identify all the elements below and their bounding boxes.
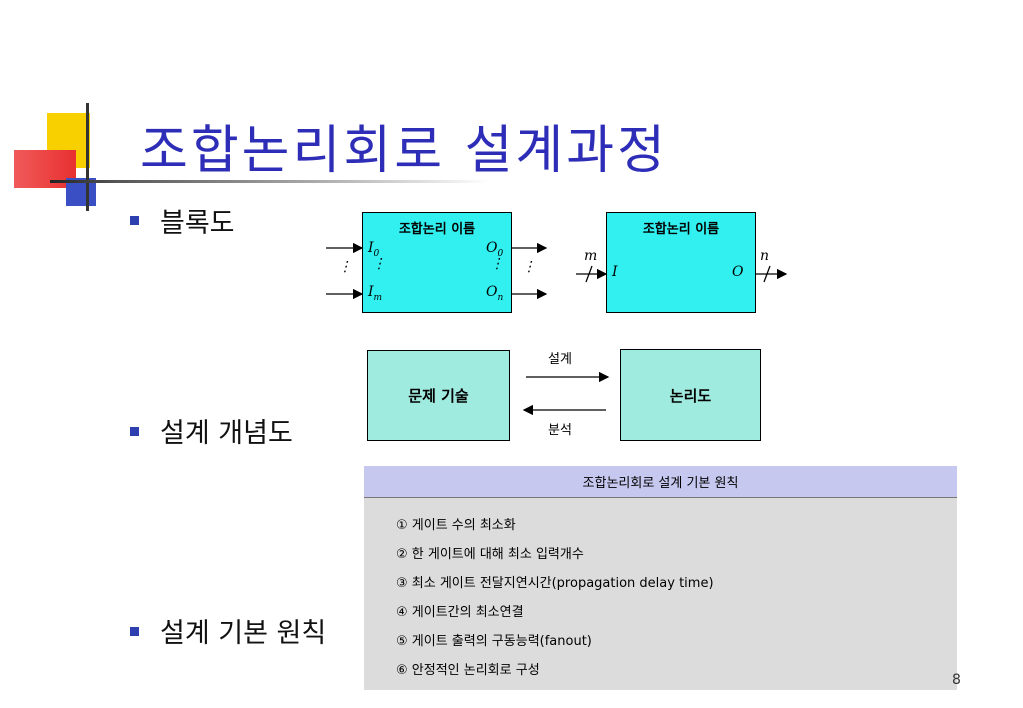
output-lines-dots: ⋮ [522,259,536,275]
bullet-marker [130,427,139,436]
bus-in-width-label: m [584,248,598,264]
principle-item: ⑤ 게이트 출력의 구동능력(fanout) [396,634,592,649]
principle-item: ③ 최소 게이트 전달지연시간(propagation delay time) [396,576,714,591]
bus-out-slash [763,265,771,283]
page-number: 8 [952,672,961,688]
principle-item: ② 한 게이트에 대해 최소 입력개수 [396,547,584,562]
bullet-marker [130,216,139,225]
flow-logic-box: 논리도 [620,349,761,441]
bus-out-width-label: n [760,248,770,264]
input-dots: ⋮ [372,256,386,272]
principle-item: ⑥ 안정적인 논리회로 구성 [396,663,540,678]
block-right-title: 조합논리 이름 [642,222,720,237]
slide-title: 조합논리회로 설계과정 [140,121,668,181]
principle-item: ④ 게이트간의 최소연결 [396,605,524,620]
output-dots: ⋮ [490,256,504,272]
input-last-label: Im [368,284,383,303]
block-left-title: 조합논리 이름 [398,222,476,237]
principle-item: ① 게이트 수의 최소화 [396,518,516,533]
flow-forward-label: 설계 [548,352,572,367]
input-lines-dots: ⋮ [338,259,352,275]
output-last-label: On [486,284,504,303]
logo-vertical-line [86,103,89,211]
principles-header: 조합논리회로 설계 기본 원칙 [364,466,957,498]
principles-table: 조합논리회로 설계 기본 원칙 ① 게이트 수의 최소화 ② 한 게이트에 대해… [364,466,957,690]
block-left-box: 조합논리 이름 [362,212,512,313]
output-first-label: O0 [486,240,504,259]
bullet-design-concept: 설계 개념도 [160,418,293,449]
flow-problem-box: 문제 기술 [367,350,510,441]
title-underline [50,180,490,183]
bus-in-slash [585,265,593,283]
bullet-block-diagram: 블록도 [160,208,235,239]
flow-backward-label: 분석 [548,423,572,438]
right-input-label: I [612,264,618,280]
input-first-label: I0 [368,240,380,259]
bullet-marker [130,627,139,636]
block-right-box: 조합논리 이름 [606,212,756,313]
right-output-label: O [732,264,744,280]
bullet-design-principles: 설계 기본 원칙 [160,618,327,649]
